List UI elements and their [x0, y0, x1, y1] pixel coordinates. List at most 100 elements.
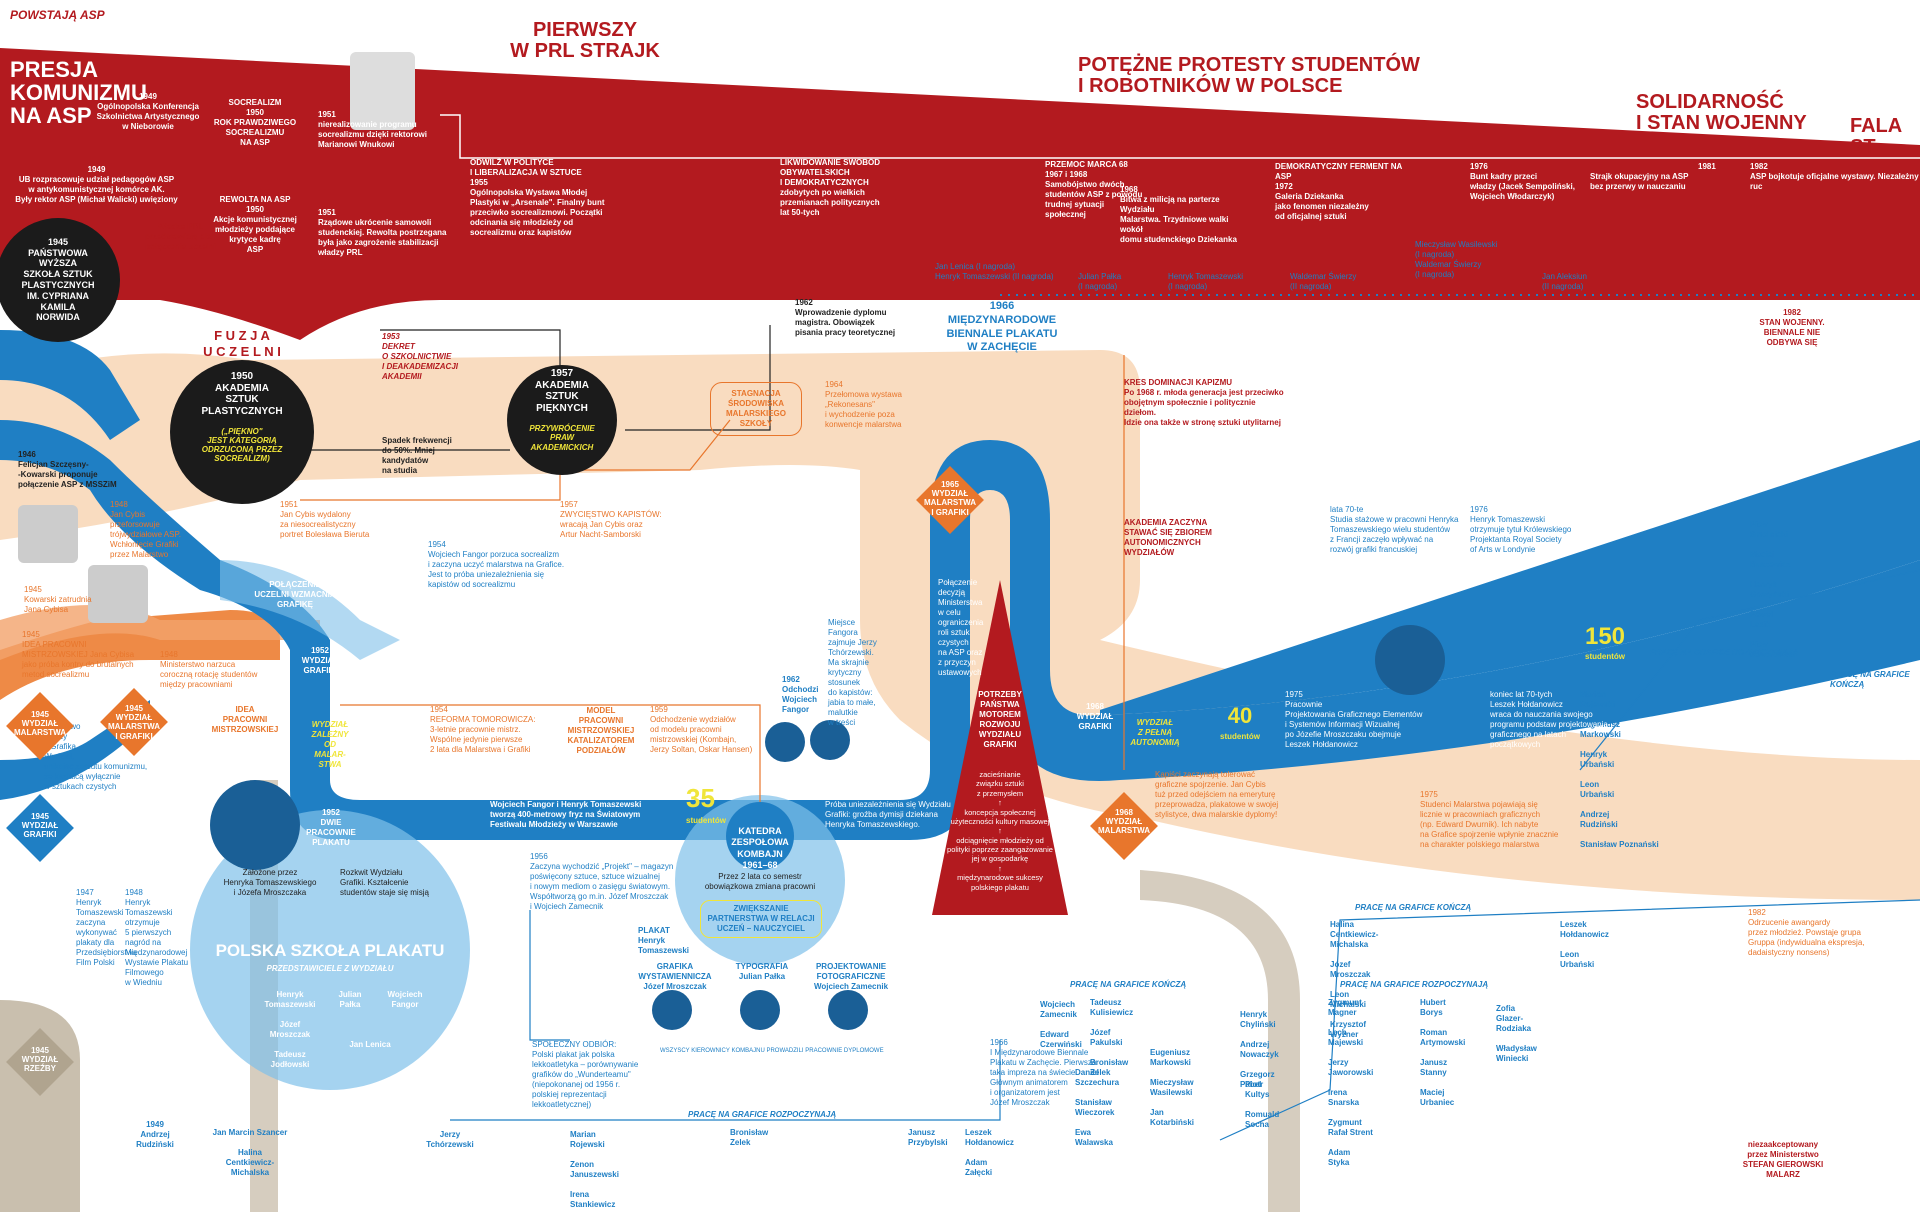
polaczenie-uczelni: POŁĄCZENIE UCZELNI WZMACNIA GRAFIKĘ	[254, 580, 336, 609]
node-1950-quote: („PIĘKNO" JEST KATEGORIĄ ODRZUCONĄ PRZEZ…	[201, 426, 283, 464]
wydzial-zalezny: WYDZIAŁ ZALEŻNY OD MALAR- STWA	[311, 720, 349, 769]
akademia-zaczyna: AKADEMIA ZACZYNA STAWAĆ SIĘ ZBIOREM AUTO…	[1124, 518, 1212, 557]
zwyciestwo-kapistow: 1957 ZWYCIĘSTWO KAPISTÓW: wracają Jan Cy…	[560, 500, 662, 539]
katedra-kombajn: KATEDRA ZESPOŁOWA KOMBAJN 1961–68	[731, 826, 789, 870]
powstaja-asp: POWSTAJĄ ASP	[10, 8, 105, 22]
polaczenie-decyzja: Połączenie decyzją Ministerstwa w celu o…	[938, 578, 984, 677]
names-n: Halina Centkiewicz- Michalska Józef Mros…	[1330, 920, 1379, 1039]
blue-right-wedge	[1100, 440, 1920, 715]
idea-pracowni: IDEA PRACOWNI MISTRZOWSKIEJ	[211, 705, 279, 734]
award-1970: Henryk Tomaszewski (I nagroda)	[1168, 272, 1243, 291]
fuzja-uczelni: F U Z J A U C Z E L N I	[203, 328, 281, 360]
node-1950-circle	[170, 360, 314, 504]
rewolta: REWOLTA NA ASP 1950 Akcje komunistycznej…	[213, 195, 297, 254]
studenci-35: 35	[686, 783, 715, 813]
portrait-icon	[18, 505, 78, 563]
node-1957-quote: PRZYWRÓCENIE PRAW AKADEMICKICH	[529, 424, 595, 452]
biennale-1966-text: 1966 I Międzynarodowe Biennale Plakatu w…	[990, 1038, 1097, 1107]
names-q: Marian Rojewski Eugeniusz Markowski Henr…	[1580, 690, 1659, 849]
studenci-150: 150	[1584, 623, 1626, 650]
cybis-1951: 1951 Jan Cybis wydalony za niesocrealist…	[280, 500, 370, 539]
portrait-icon	[810, 720, 850, 760]
node-1957-circle	[507, 365, 617, 475]
presja-title: PRESJA KOMUNIZMU NA ASP	[10, 57, 147, 129]
fangor-1954: 1954 Wojciech Fangor porzuca socrealizm …	[428, 540, 565, 589]
red-wedge	[0, 48, 1920, 340]
szczesny-1946: 1946 Felicjan Szczęsny- -Kowarski propon…	[18, 450, 117, 489]
award-1972: Waldemar Świerzy (II nagroda)	[1290, 272, 1357, 291]
studenci-150-label: studentów	[1585, 652, 1625, 661]
names-k: Zygmunt Magner Lech Majewski Jerzy Jawor…	[1328, 998, 1374, 1167]
event-1976b: 1976 Henryk Tomaszewski otrzymuje tytuł …	[1470, 505, 1572, 554]
spoleczny-odbior: SPOŁECZNY ODBIÓR: Polski plakat jak pols…	[532, 1040, 639, 1109]
connector-orange2	[340, 704, 761, 830]
portrait-icon	[652, 990, 692, 1030]
diamond-1965-label: 1965 WYDZIAŁ MALARSTWA I GRAFIKI	[924, 480, 976, 517]
event-1962: 1962 Wprowadzenie dyplomu magistra. Obow…	[795, 298, 896, 337]
socrealizm: SOCREALIZM 1950 ROK PRAWDZIWEGO SOCREALI…	[213, 98, 297, 147]
odwilz: ODWILŻ W POLITYCE I LIBERALIZACJA W SZTU…	[470, 158, 605, 237]
blue-stream-top	[0, 330, 140, 440]
prace-kon-1: PRACĘ NA GRAFICE KOŃCZĄ	[1070, 980, 1187, 989]
names-h: Daniel Szczechura Stanisław Wieczorek Ew…	[1075, 1068, 1120, 1147]
psp-names-1: Henryk Tomaszewski Józef Mroszczak Tadeu…	[264, 990, 316, 1069]
portrait-icon	[350, 52, 415, 130]
studenci-40-label: studentów	[1220, 732, 1260, 741]
tchorzewski: Jerzy Tchórzewski	[426, 1130, 474, 1149]
portrait-icon	[1375, 625, 1445, 695]
zwiekszanie-partnerstwa: ZWIĘKSZANIE PARTNERSTWA W RELACJI UCZEŃ …	[700, 900, 822, 938]
tomaszewski-1947: 1947 Henryk Tomaszewski zaczyna wykonywa…	[76, 888, 137, 967]
names-l: Hubert Borys Roman Artymowski Janusz Sta…	[1420, 998, 1466, 1107]
event-1963: 1963 Próba uniezależnienia się Wydziału …	[825, 790, 951, 829]
event-1948: 1948 Ministerstwo narzuca coroczną rotac…	[160, 650, 258, 689]
biennale-1966: 1966 MIĘDZYNARODOWE BIENNALE PLAKATU W Z…	[946, 300, 1058, 354]
portrait-icon	[210, 780, 300, 870]
katedra-circle	[726, 802, 794, 870]
psp-names-3: Wojciech Fangor	[387, 990, 423, 1009]
gray-stream-right	[1140, 870, 1300, 1212]
event-1959: 1959 Odchodzenie wydziałów od modelu pra…	[650, 705, 753, 754]
connector-1962	[625, 325, 771, 431]
przemoc-marca: PRZEMOC MARCA 68 1967 i 1968 Samobójstwo…	[1045, 160, 1143, 219]
event-1949b: 1949 UB rozpracowuje udział pedagogów AS…	[15, 165, 178, 204]
psp-names-4: Jan Lenica	[349, 1040, 391, 1049]
protesty-title: POTĘŻNE PROTESTY STUDENTÓW I ROBOTNIKÓW …	[1078, 54, 1420, 97]
blue-haze	[220, 560, 400, 660]
connector-red	[440, 114, 1920, 159]
kapisci: Kapiści zaczynają tolerować graficzne sp…	[1155, 770, 1279, 819]
szancer: Jan Marcin Szancer Halina Centkiewicz- M…	[212, 1128, 288, 1177]
model-pracowni: MODEL PRACOWNI MISTRZOWSKIEJ KATALIZATOR…	[567, 706, 635, 755]
pierwszy-strajk-title: PIERWSZY W PRL STRAJK	[510, 19, 660, 62]
prace-kon-3: PRACĘ NA GRAFICE KOŃCZĄ	[1830, 670, 1910, 689]
event-1951b: 1951 Rządowe ukrócenie samowoli studenck…	[318, 208, 447, 257]
likwidowanie: LIKWIDOWANIE SWOBÓD OBYWATELSKICH I DEMO…	[780, 158, 880, 217]
przez-2-lata: Przez 2 lata co semestr obowiązkowa zmia…	[704, 872, 816, 891]
node-1945-circle	[0, 218, 120, 342]
diamond-1945-rzezby-label: 1945 WYDZIAŁ RZEŹBY	[21, 1046, 59, 1074]
connector-blue-tree	[529, 910, 570, 1041]
event-1976: 1976 Bunt kadry przeci władzy (Jacek Sem…	[1470, 162, 1575, 201]
demokratyczny-ferment: DEMOKRATYCZNY FERMENT NA ASP 1972 Galeri…	[1275, 162, 1402, 221]
award-1966: Jan Lenica (I nagroda) Henryk Tomaszewsk…	[935, 262, 1054, 281]
diamond-1945-malarstwa-label: 1945 WYDZIAŁ MALARSTWA	[14, 710, 66, 738]
award-1968: Julian Pałka (I nagroda)	[1078, 272, 1122, 291]
diamond-1945-malarstwa-grafiki-label: 1945 WYDZIAŁ MALARSTWA I GRAFIKI	[108, 704, 160, 741]
event-1982-orange: 1982 Odrzucenie awangardy przez młodzież…	[1748, 908, 1865, 957]
portrait-icon	[828, 990, 868, 1030]
event-1968: 1968 Bitwa z milicją na parterze Wydział…	[1120, 185, 1237, 244]
studenci-35-label: studentów	[686, 816, 726, 825]
portrait-icon	[88, 565, 148, 623]
triangle-items: zacieśnianie związku sztuki z przemysłem…	[947, 770, 1053, 892]
triangle-title: POTRZEBY PAŃSTWA MOTOREM ROZWOJU WYDZIAŁ…	[978, 690, 1022, 749]
event-1975: 1975 Studenci Malarstwa pojawiają się li…	[1420, 790, 1559, 849]
event-1949a: 1949 Ogólnopolska Konferencja Szkolnictw…	[96, 92, 200, 131]
names-j: Piotr Kultys Romuald Socha	[1245, 1080, 1280, 1129]
studia-stazowe: lata 70-te Studia stażowe w pracowni Hen…	[1330, 505, 1459, 554]
cybis-1948: 1948 Jan Cybis przeforsowuje trójwydział…	[110, 500, 181, 559]
studenci-40: 40	[1227, 703, 1253, 728]
wydzial-1952: 1952 WYDZIAŁ GRAFIKI	[301, 646, 339, 675]
names-f: Tadeusz Kulisiewicz Józef Pakulski Broni…	[1090, 998, 1134, 1077]
names-b: Bronisław Zelek	[730, 1128, 769, 1147]
idea-1945: 1945 IDEA PRACOWNI MISTRZOWSKIEJ Jana Cy…	[22, 630, 135, 679]
